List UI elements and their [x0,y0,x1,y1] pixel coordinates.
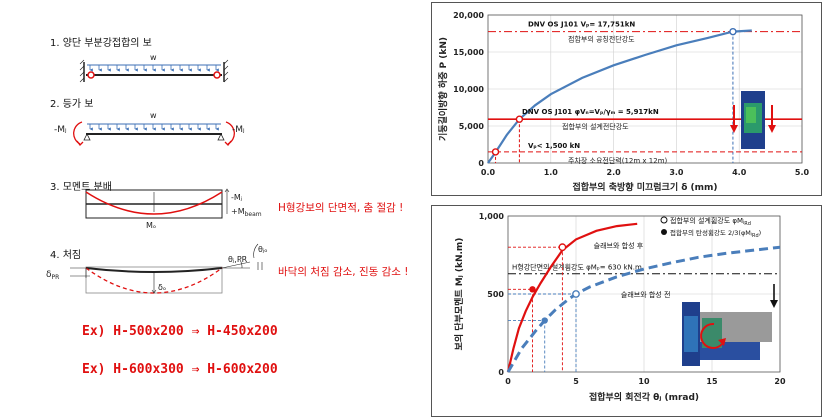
delta-pr-label: δPR [46,270,59,281]
step-3-label: 3. 모멘트 분배 [50,182,112,193]
x-tick-label: 10 [638,377,650,386]
y-tick-label: 0 [478,159,484,168]
x-tick-label: 1.0 [544,168,559,177]
load-w-label-2: w [150,111,157,120]
reference-label: DNV OS J101 Vₚ= 17,751kN [528,21,635,29]
data-point [515,115,524,123]
series-line [506,222,638,373]
data-point-filled [529,286,536,293]
data-point-filled [541,317,548,324]
left-diagrams: w w -Mⱼ -Mⱼ [46,53,268,294]
x-tick-label: 5.0 [795,168,810,177]
load-arrowhead [770,300,778,308]
example-2: Ex) H-600x300 ⇒ H-600x200 [82,362,278,377]
legend-label: 접합부의 탄성휨강도 2/3(φMⱼRd) [670,228,761,239]
deflection-diagram: δPR δₒ θⱼ,PR θⱼₒ [46,243,268,294]
y-axis-label: 기둥길이방향 하중 P (kN) [437,37,449,141]
rotation-arrow [700,322,723,349]
x-tick-label: 2.0 [607,168,622,177]
data-point [491,148,500,156]
reference-label: DNV OS J101 φVₙ=Vₚ/γₘ = 5,917kN [522,108,659,116]
series-line [506,245,781,373]
deflection-reduction-note: 바닥의 처짐 감소, 진동 감소 ! [278,266,409,278]
y-tick-label: 15,000 [453,48,484,57]
x-axis-label: 접합부의 회전각 θⱼ (mrad) [589,391,699,403]
reference-label: H형강단면의 설계휨강도 φMₚ= 630 kN.m [512,263,642,272]
reference-label: Vₚ< 1,500 kN [528,142,580,150]
x-tick-label: 4.0 [732,168,747,177]
fe-model-panel [684,316,698,352]
x-tick-label: 15 [706,377,718,386]
moment-mj-right: -Mⱼ [232,125,245,135]
fe-model-joint [702,318,722,348]
data-point [729,27,737,36]
example-1: Ex) H-500x200 ⇒ H-450x200 [82,324,278,339]
data-point-open [572,290,580,298]
step-1-label: 1. 양단 부분강접합의 보 [50,38,152,49]
y-tick-label: 20,000 [453,11,484,20]
legend-label: 접합부의 설계휨강도 φMⱼRd [670,216,751,227]
moment-mj-left: -Mⱼ [54,125,67,135]
theta-pr-label: θⱼ,PR [228,255,248,264]
beam-diagram-2: w -Mⱼ -Mⱼ [54,111,245,146]
x-tick-label: 0 [505,377,511,386]
x-tick-label: 0.0 [481,168,496,177]
legend-marker-open [660,216,668,224]
step-2-label: 2. 등가 보 [50,99,94,110]
reference-sublabel: 주차장 소요전단력(12m x 12m) [568,156,668,165]
fe-model-stress [746,107,756,123]
theta-o-label: θⱼₒ [258,245,268,254]
series-label: 슬래브와 합성 전 [621,290,671,299]
y-tick-label: 5,000 [459,122,485,131]
delta-o-label: δₒ [158,283,166,292]
series-line [487,29,752,164]
beam-diagram-1: w [79,53,229,83]
y-tick-label: 500 [487,290,504,299]
x-tick-label: 20 [774,377,786,386]
step-4-label: 4. 처짐 [50,250,82,261]
slip-load-chart: 0 5,000 10,000 15,000 20,000 0.0 1.0 2.0 3.0 4.0 5… [437,11,810,193]
y-tick-label: 0 [498,368,504,377]
reference-sublabel: 접합부의 설계전단강도 [562,122,629,131]
moment-diagram: -Mⱼ +Mbeam Mₒ [85,188,262,230]
y-axis-label: 보의 단부모멘트 Mⱼ (kN.m) [453,238,465,351]
moment-mj-label: -Mⱼ [231,193,242,202]
data-point-open [558,243,567,252]
moment-mo-label: Mₒ [146,221,156,230]
series-label: 슬래브와 합성 후 [594,241,644,250]
load-arrowhead-left [730,125,738,133]
legend-marker-filled [661,229,667,235]
section-reduction-note: H형강보의 단면적, 춤 절감 ! [278,202,404,214]
load-arrowhead-right [768,125,776,133]
reference-sublabel: 접합부의 공칭전단강도 [568,35,635,44]
y-tick-label: 1,000 [479,212,505,221]
y-tick-label: 10,000 [453,85,484,94]
moment-mbeam-label: +Mbeam [231,207,262,218]
moment-rotation-chart: 0 500 1,000 0 5 10 15 20 접합부의 회전각 θⱼ (mrad) 보의 단부… [453,212,786,403]
moment-rotation-chart-panel: 0 500 1,000 0 5 10 15 20 접합부의 회전각 θⱼ (mrad) 보의 단부… [431,205,822,417]
x-tick-label: 3.0 [669,168,684,177]
plot-frame [487,14,803,164]
slip-load-chart-panel: 0 5,000 10,000 15,000 20,000 0.0 1.0 2.0 3.0 4.0 5… [431,2,822,196]
x-tick-label: 5 [573,377,579,386]
x-axis-label: 접합부의 축방향 미끄럼크기 δ (mm) [572,181,717,193]
load-w-label-1: w [150,53,157,62]
rotation-arrowhead [718,338,726,346]
